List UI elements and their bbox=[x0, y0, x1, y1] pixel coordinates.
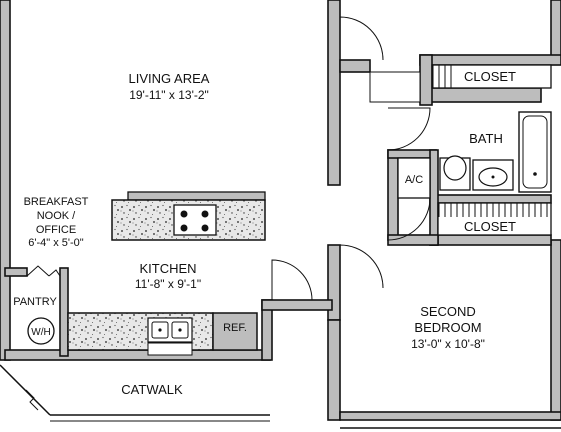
ac-door-swing bbox=[387, 197, 431, 241]
cooktop bbox=[173, 204, 217, 236]
kitchen-dims: 11'-8" x 9'-1" bbox=[135, 277, 201, 291]
ac-top-wall bbox=[387, 149, 437, 159]
kitchen-counter bbox=[67, 312, 258, 356]
corridor-wall bbox=[261, 299, 333, 311]
closet-divider-wall bbox=[419, 87, 542, 103]
right-wall-lower bbox=[550, 239, 561, 421]
kitchen-name: KITCHEN bbox=[139, 261, 196, 276]
bedroom-door-swing bbox=[339, 244, 384, 289]
kitchen-bottom-wall bbox=[4, 349, 271, 361]
bathtub bbox=[518, 111, 552, 193]
left-wall bbox=[0, 0, 11, 361]
burner-icon bbox=[201, 210, 209, 218]
breakfast-nook-dims: 6'-4" x 5'-0" bbox=[28, 237, 84, 249]
closet-top-wall bbox=[419, 54, 561, 66]
catwalk-name: CATWALK bbox=[121, 382, 183, 397]
second-bedroom-line2: BEDROOM bbox=[414, 320, 481, 335]
breakfast-nook-line3: OFFICE bbox=[36, 224, 76, 236]
ac-bottom-wall bbox=[387, 234, 439, 246]
closet-bottom-name: CLOSET bbox=[464, 219, 516, 234]
living-area-name: LIVING AREA bbox=[129, 71, 210, 86]
living-area-dims: 19'-11" x 13'-2" bbox=[129, 88, 209, 102]
bath-door-swing bbox=[387, 107, 431, 151]
pantry-top-wall bbox=[4, 267, 28, 277]
pantry-door-right bbox=[48, 269, 61, 277]
pantry-fixtures bbox=[26, 265, 61, 345]
kitchen-door-swing bbox=[271, 259, 313, 301]
ac-left-wall bbox=[387, 149, 399, 241]
exterior-angle-wall bbox=[0, 364, 51, 416]
bath-name: BATH bbox=[469, 131, 503, 146]
ac-unit bbox=[397, 157, 431, 199]
bath-left-wall bbox=[429, 149, 439, 246]
doors bbox=[0, 16, 561, 429]
second-bedroom-dims: 13'-0" x 10'-8" bbox=[411, 337, 485, 351]
kitchen-island bbox=[111, 191, 266, 241]
bath-bottom-wall bbox=[429, 194, 552, 204]
closet2-bottom-wall bbox=[429, 234, 552, 246]
ac-label: A/C bbox=[405, 174, 423, 186]
break-line bbox=[25, 389, 39, 411]
burner-icon bbox=[201, 224, 209, 232]
water-heater-label: W/H bbox=[31, 327, 50, 338]
breakfast-nook-line1: BREAKFAST bbox=[24, 196, 89, 208]
center-wall-upper bbox=[327, 0, 341, 186]
bedroom-bottom-wall bbox=[339, 411, 561, 421]
closet-shelving bbox=[369, 64, 552, 236]
burner-icon bbox=[180, 224, 188, 232]
pantry-name: PANTRY bbox=[13, 296, 57, 308]
water-heater-icon bbox=[27, 317, 55, 345]
closet-top-name: CLOSET bbox=[464, 69, 516, 84]
pantry-right-wall bbox=[59, 267, 69, 357]
pantry-door-left bbox=[26, 265, 50, 277]
refrigerator bbox=[212, 312, 258, 351]
second-bedroom-line1: SECOND bbox=[420, 304, 476, 319]
bath-fixtures bbox=[439, 111, 552, 193]
right-wall-upper bbox=[550, 0, 561, 61]
closet-top-left-wall bbox=[339, 59, 371, 73]
closet-left-wall bbox=[419, 54, 433, 106]
exterior-walls bbox=[0, 0, 561, 421]
refrigerator-label: REF. bbox=[223, 322, 247, 334]
burner-icon bbox=[180, 210, 188, 218]
dishwasher bbox=[147, 342, 193, 356]
bedroom-left-wall bbox=[327, 319, 341, 421]
breakfast-nook-line2: NOOK / bbox=[37, 210, 76, 222]
entry-door-swing bbox=[339, 16, 384, 61]
